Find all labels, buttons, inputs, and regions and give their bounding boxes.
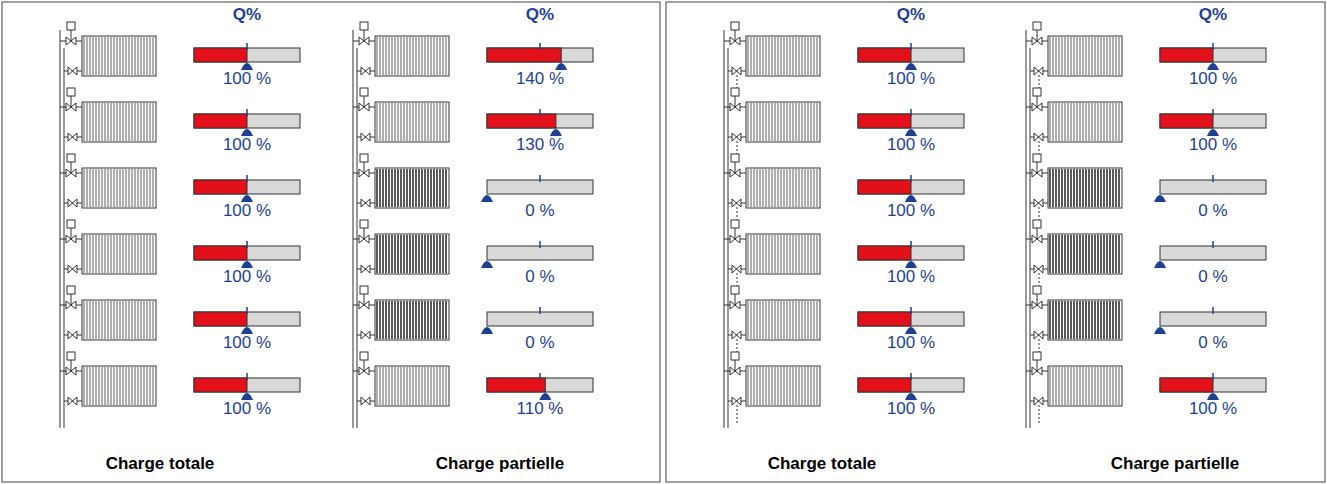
radiator xyxy=(1026,22,1122,95)
radiator xyxy=(724,286,820,359)
radiator xyxy=(1026,220,1122,293)
flow-percent: 0 % xyxy=(1198,268,1227,287)
flow-percent: 100 % xyxy=(223,400,271,419)
flow-bar xyxy=(858,175,964,202)
flow-percent: 100 % xyxy=(223,70,271,89)
flow-percent: 100 % xyxy=(887,70,935,89)
flow-percent: 140 % xyxy=(516,70,564,89)
radiator xyxy=(724,88,820,161)
radiator xyxy=(724,352,820,425)
radiator xyxy=(353,22,449,76)
flow-bar xyxy=(194,109,300,136)
radiator xyxy=(353,220,449,274)
radiator xyxy=(1026,286,1122,359)
flow-percent: 130 % xyxy=(516,136,564,155)
flow-percent: 100 % xyxy=(1189,70,1237,89)
supply-pipe xyxy=(353,30,354,428)
flow-percent: 100 % xyxy=(1189,400,1237,419)
radiator xyxy=(1026,88,1122,161)
flow-bar xyxy=(487,109,593,136)
radiator xyxy=(60,154,156,208)
radiator xyxy=(353,154,449,208)
flow-bar xyxy=(481,241,593,268)
load-caption: Charge partielle xyxy=(436,455,565,474)
flow-bar xyxy=(858,43,964,70)
flow-percent: 100 % xyxy=(223,136,271,155)
radiator xyxy=(60,88,156,142)
load-caption: Charge partielle xyxy=(1111,455,1240,474)
flow-bar xyxy=(1160,109,1266,136)
flow-bar xyxy=(1154,241,1266,268)
panel-frame xyxy=(2,2,660,482)
flow-percent: 100 % xyxy=(223,268,271,287)
flow-bar xyxy=(1154,307,1266,334)
load-caption: Charge totale xyxy=(768,455,877,474)
flow-percent: 110 % xyxy=(517,400,564,419)
flow-percent: 0 % xyxy=(1198,334,1227,353)
flow-axis-label: Q% xyxy=(1199,6,1227,25)
load-caption: Charge totale xyxy=(106,455,215,474)
flow-bar xyxy=(858,307,964,334)
flow-bar xyxy=(194,307,300,334)
radiator xyxy=(724,220,820,293)
radiator xyxy=(353,286,449,340)
radiator xyxy=(60,286,156,340)
supply-pipe xyxy=(724,30,725,428)
flow-bar xyxy=(194,241,300,268)
flow-bar xyxy=(858,109,964,136)
radiator xyxy=(1026,352,1122,425)
radiator xyxy=(60,22,156,76)
flow-bar xyxy=(1160,43,1266,70)
flow-percent: 100 % xyxy=(223,334,271,353)
flow-bar xyxy=(1154,175,1266,202)
radiator xyxy=(60,352,156,406)
flow-percent: 100 % xyxy=(887,268,935,287)
flow-axis-label: Q% xyxy=(233,6,261,25)
flow-bar xyxy=(858,241,964,268)
radiator xyxy=(724,22,820,95)
flow-axis-label: Q% xyxy=(897,6,925,25)
flow-percent: 100 % xyxy=(223,202,271,221)
flow-bar xyxy=(858,373,964,400)
flow-axis-label: Q% xyxy=(526,6,554,25)
flow-percent: 100 % xyxy=(887,400,935,419)
radiator xyxy=(724,154,820,227)
radiator xyxy=(353,88,449,142)
flow-bar xyxy=(194,175,300,202)
flow-bar xyxy=(487,43,593,70)
flow-percent: 0 % xyxy=(525,334,554,353)
radiator xyxy=(353,352,449,406)
flow-bar xyxy=(481,307,593,334)
flow-bar xyxy=(481,175,593,202)
supply-pipe xyxy=(1026,30,1027,428)
flow-bar xyxy=(194,373,300,400)
radiator xyxy=(60,220,156,274)
flow-bar xyxy=(487,373,593,400)
flow-bar xyxy=(194,43,300,70)
flow-percent: 100 % xyxy=(887,202,935,221)
flow-percent: 100 % xyxy=(1189,136,1237,155)
flow-percent: 0 % xyxy=(525,202,554,221)
flow-percent: 100 % xyxy=(887,334,935,353)
flow-percent: 0 % xyxy=(525,268,554,287)
flow-percent: 100 % xyxy=(887,136,935,155)
supply-pipe xyxy=(60,30,61,428)
panel-frame xyxy=(666,2,1325,482)
flow-percent: 0 % xyxy=(1198,202,1227,221)
radiator xyxy=(1026,154,1122,227)
flow-bar xyxy=(1160,373,1266,400)
